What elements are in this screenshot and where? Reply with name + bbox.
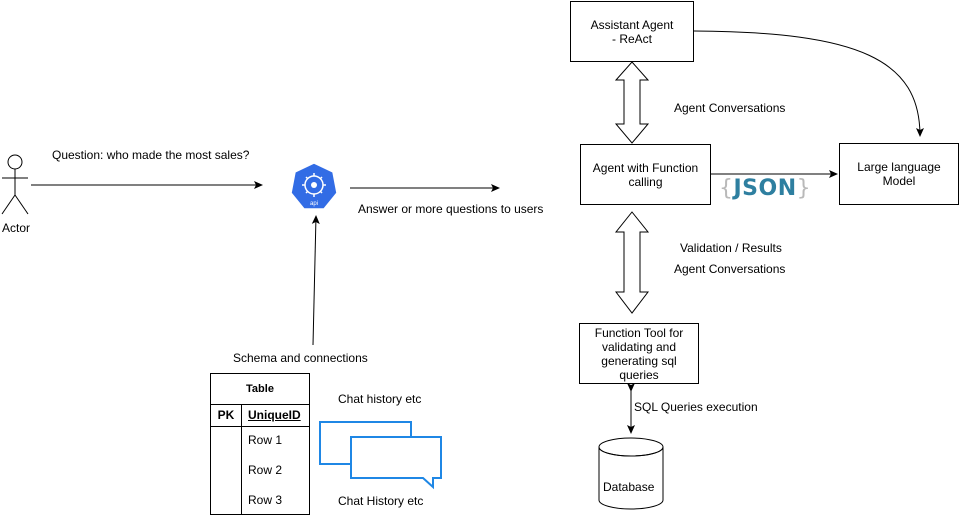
sql-execution-label: SQL Queries execution bbox=[634, 400, 758, 414]
database-cylinder bbox=[598, 437, 664, 510]
table-pk-label: PK bbox=[217, 408, 235, 422]
chat-history-bottom-label: Chat History etc bbox=[338, 494, 424, 508]
table-key-column: UniqueID bbox=[248, 408, 301, 422]
schema-arrow bbox=[311, 215, 320, 346]
answer-label: Answer or more questions to users bbox=[358, 202, 544, 216]
api-icon: api bbox=[290, 162, 338, 210]
database-label: Database bbox=[603, 480, 655, 494]
table-row: Row 3 bbox=[248, 493, 283, 507]
double-arrow-assistant-agent bbox=[614, 61, 650, 144]
validation-results-label: Validation / Results bbox=[680, 241, 782, 255]
json-badge: {JSON} bbox=[719, 176, 811, 201]
agent-conversations-top-label: Agent Conversations bbox=[674, 101, 786, 115]
json-open-brace: { bbox=[719, 176, 734, 201]
api-icon-text: api bbox=[310, 201, 318, 207]
agent-conversations-bottom-label: Agent Conversations bbox=[674, 262, 786, 276]
assistant-agent-box: Assistant Agent - ReAct bbox=[570, 1, 694, 62]
assistant-llm-arrow bbox=[693, 30, 924, 137]
actor-label: Actor bbox=[2, 221, 31, 235]
llm-box: Large language Model bbox=[839, 143, 959, 205]
schema-label: Schema and connections bbox=[233, 351, 368, 365]
agent-function-calling-box: Agent with Function calling bbox=[580, 144, 711, 205]
table-header-row: PK UniqueID bbox=[211, 404, 309, 427]
chat-history-top-label: Chat history etc bbox=[338, 392, 422, 406]
actor-figure bbox=[1, 154, 29, 215]
schema-table: Table PK UniqueID Row 1 Row 2 Row 3 bbox=[210, 373, 310, 515]
json-close-brace: } bbox=[796, 176, 812, 201]
table-title: Table bbox=[211, 374, 309, 405]
json-text: JSON bbox=[733, 176, 797, 201]
double-arrow-agent-tool bbox=[614, 211, 650, 314]
function-tool-box: Function Tool for validating and generat… bbox=[579, 323, 699, 384]
chat-history-icon bbox=[319, 421, 442, 490]
question-label: Question: who made the most sales? bbox=[52, 148, 250, 162]
table-row: Row 2 bbox=[248, 463, 283, 477]
table-divider bbox=[241, 404, 242, 514]
table-row: Row 1 bbox=[248, 433, 283, 447]
